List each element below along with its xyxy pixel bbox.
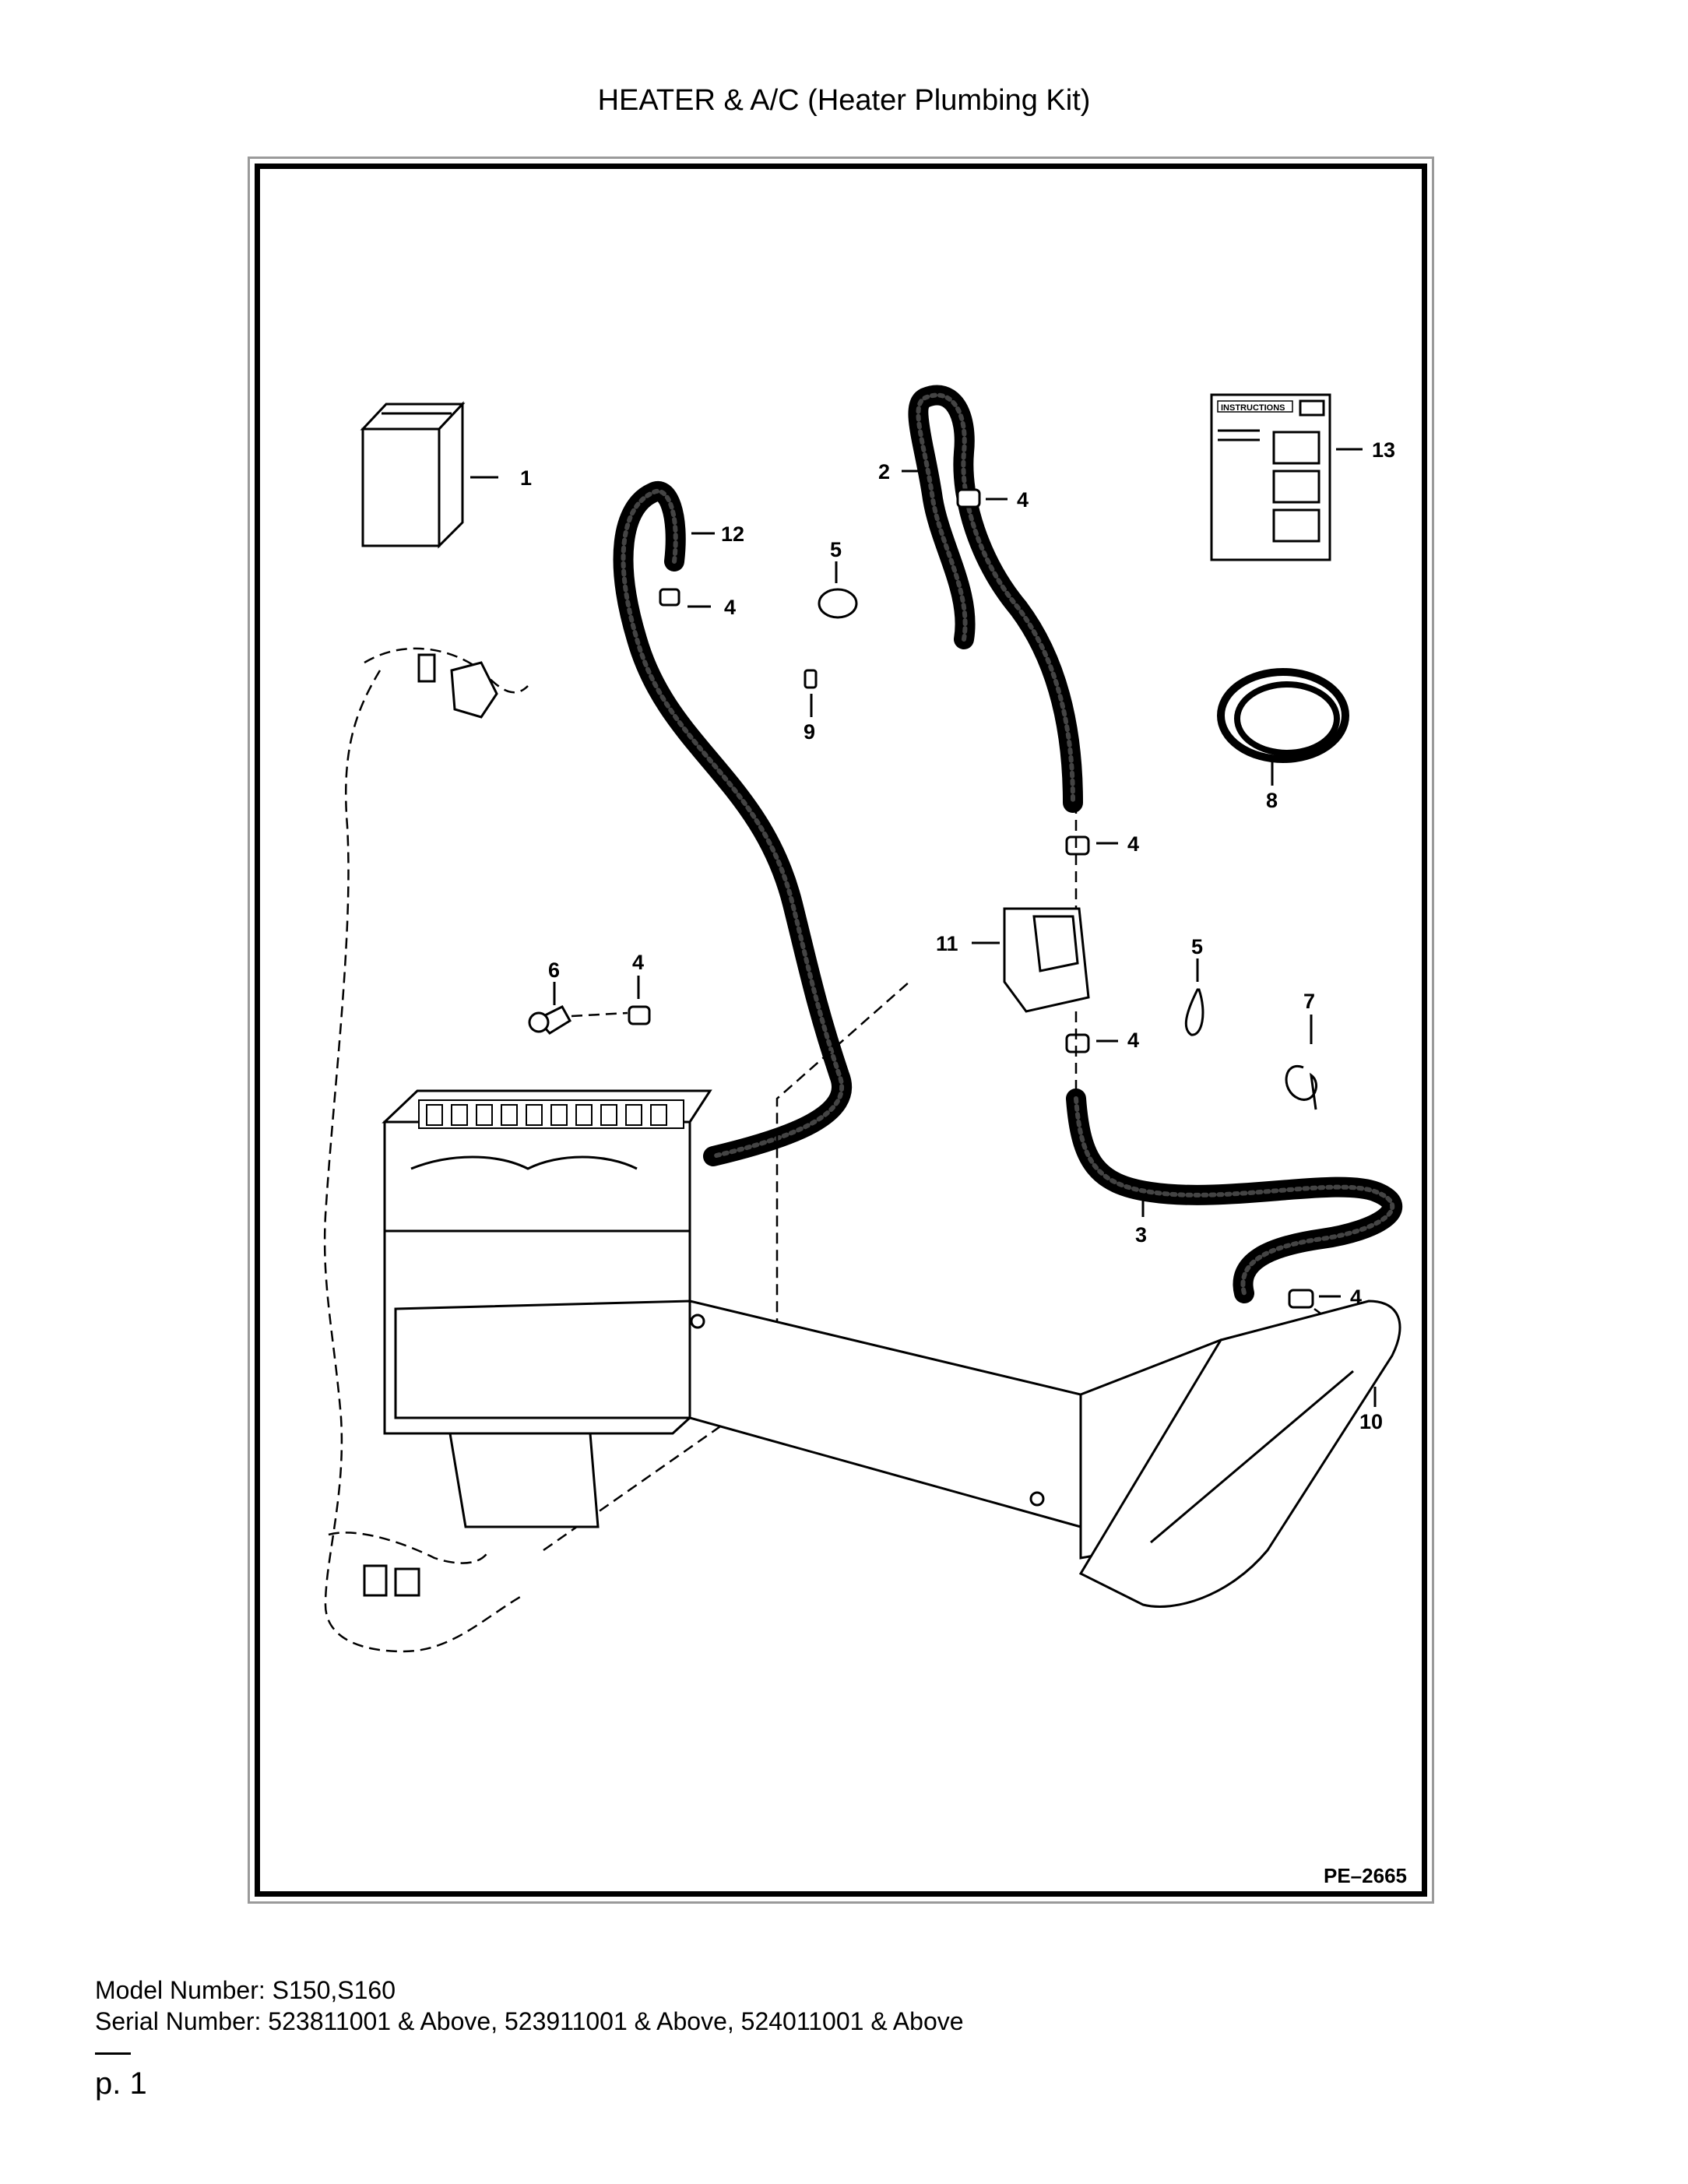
part-4-clamps [628, 488, 1341, 1309]
model-number: Model Number: S150,S160 [95, 1976, 396, 2004]
callout-4-d: 4 [1127, 1029, 1139, 1052]
callout-13: 13 [1372, 438, 1395, 462]
part-13-instructions: INSTRUCTIONS [1210, 393, 1363, 561]
heater-housing [382, 1089, 1401, 1608]
callout-3: 3 [1135, 1223, 1147, 1247]
parts-diagram: .ln { fill:none; stroke:#000; stroke-wid… [323, 385, 1402, 1653]
page-rule [95, 2052, 131, 2055]
part-9-fitting [804, 669, 818, 717]
diagram-doc-id: PE–2665 [1324, 1864, 1407, 1887]
callout-11: 11 [936, 932, 958, 955]
serial-number: Serial Number: 523811001 & Above, 523911… [95, 2007, 964, 2035]
wiring-harness [323, 647, 910, 1653]
part-2-hose [902, 385, 1083, 813]
callout-5-a: 5 [830, 538, 842, 561]
part-6-fitting [528, 982, 628, 1035]
callout-4-b: 4 [1017, 488, 1029, 512]
page-number: p. 1 [95, 2066, 147, 2101]
callout-4-e: 4 [632, 951, 644, 974]
part-12-hose [613, 481, 852, 1166]
callout-4-a: 4 [724, 596, 736, 619]
page-title: HEATER & A/C (Heater Plumbing Kit) [597, 84, 1091, 117]
callout-7: 7 [1303, 990, 1315, 1013]
part-11-valve [972, 803, 1090, 1091]
part-7-clip [1285, 1015, 1318, 1110]
callout-4-f: 4 [1350, 1285, 1362, 1309]
callout-2: 2 [878, 460, 890, 484]
callout-5-b: 5 [1191, 935, 1203, 958]
callout-labels: 1 2 3 4 4 4 4 4 4 5 5 6 7 8 9 10 11 12 1… [520, 438, 1395, 1433]
callout-1: 1 [520, 466, 532, 490]
part-3-hose [1066, 1088, 1402, 1303]
callout-4-c: 4 [1127, 832, 1139, 856]
diagram-border [255, 164, 1427, 1897]
part-5-ties [818, 561, 1204, 1036]
instructions-label: INSTRUCTIONS [1221, 403, 1285, 413]
part-8-coil [1217, 668, 1349, 786]
callout-10: 10 [1359, 1410, 1383, 1433]
part-1-box [360, 401, 498, 549]
callout-9: 9 [804, 720, 815, 744]
callout-12: 12 [721, 522, 744, 546]
callout-8: 8 [1266, 789, 1278, 812]
callout-6: 6 [548, 958, 560, 982]
